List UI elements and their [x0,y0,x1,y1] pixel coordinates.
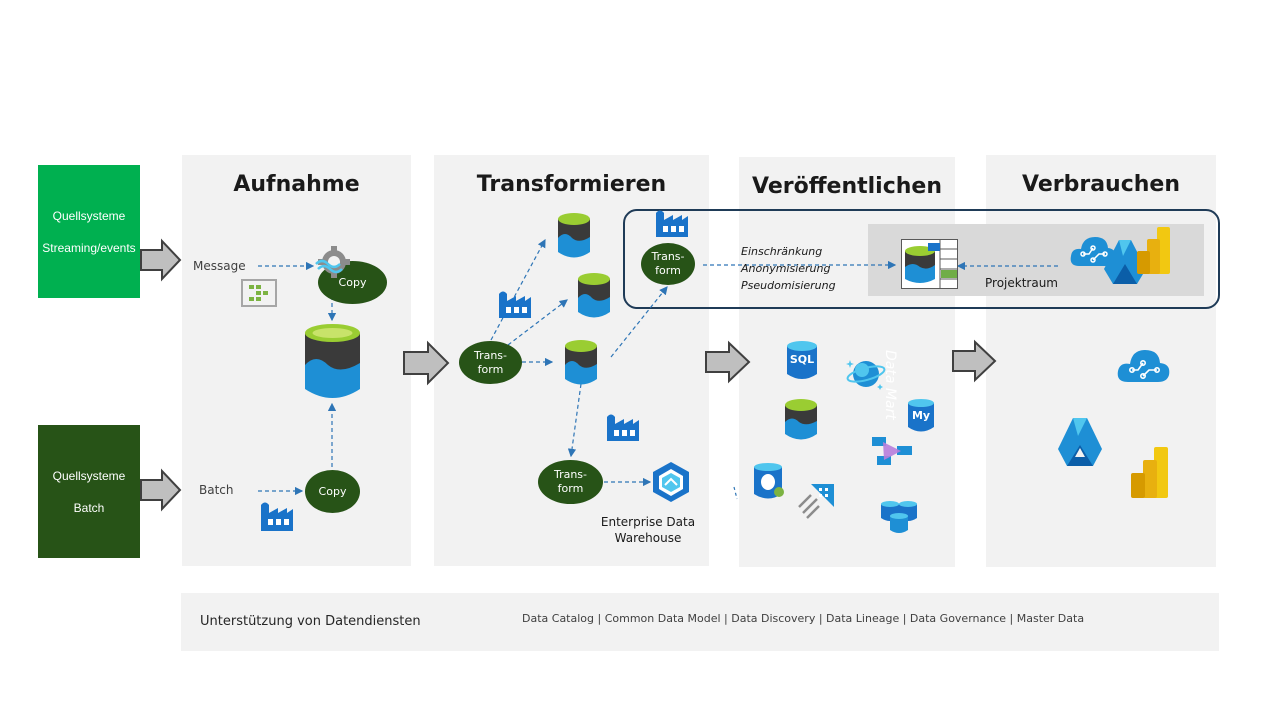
data-lake-storage-icon [304,323,361,399]
restriction-1: Einschränkung [741,245,823,258]
project-room-outline [623,209,1220,309]
transform-oval-project: Trans-form [641,243,695,285]
data-factory-icon-ingest [260,499,294,532]
data-explorer-icon [797,483,835,519]
transform-project-line1: Trans- [651,250,685,263]
footer-title: Unterstützung von Datendiensten [200,614,421,629]
transform-lower-line2: form [557,482,584,495]
azure-sql-icon: SQL [786,340,818,380]
stage-title-ingest: Aufnahme [233,172,360,197]
data-factory-icon-transform-2 [606,411,640,442]
data-lake-icon-transform-1 [557,212,591,258]
cloud-ai-icon-consume [1116,346,1172,384]
stage-title-publish: Veröffentlichen [752,174,942,199]
edw-label: Enterprise Data Warehouse [598,514,698,546]
power-bi-icon-consume [1131,447,1169,498]
azure-sql-text: SQL [789,353,815,366]
transform-main-line1: Trans- [473,348,508,362]
power-bi-icon-project [1137,227,1171,274]
source-batch-line1: Quellsysteme [52,468,126,483]
copy-label-streaming: Copy [338,275,367,289]
restriction-3: Pseudomisierung [741,279,836,292]
restriction-2: Anonymisierung [741,262,831,275]
machine-learning-icon-project [1103,239,1147,285]
edw-label-line2: Warehouse [614,531,682,545]
stage-title-transform: Transformieren [476,172,667,197]
stream-analytics-gear-icon [314,246,350,280]
panel-ingest [182,155,411,566]
mysql-icon: My [907,398,935,432]
source-batch-line2: Batch [73,500,105,515]
cloud-ai-icon-project [1069,232,1117,268]
source-streaming-box: Quellsysteme Streaming/events [38,165,140,298]
block-arrow-transform-publish [705,340,751,384]
restrictions-text: Einschränkung Anonymisierung Pseudomisie… [741,243,836,294]
block-arrow-ingest-transform [403,340,450,386]
data-lake-icon-transform-2 [577,272,611,318]
copy-oval-batch: Copy [305,470,360,513]
data-factory-icon-transform-1 [498,288,532,319]
message-label: Message [193,259,246,273]
source-streaming-line1: Quellsysteme [52,208,126,223]
panel-consume [986,155,1216,567]
stage-title-consume: Verbrauchen [1022,172,1180,197]
copy-label-batch: Copy [318,484,347,498]
footer-services: Data Catalog | Common Data Model | Data … [522,612,1085,625]
event-hub-icon [241,279,277,307]
transform-oval-main: Trans-form [459,341,522,384]
batch-label: Batch [199,483,234,497]
project-room-label: Projektraum [985,276,1058,290]
cosmos-db-icon [846,356,886,392]
analysis-services-icon [871,436,913,466]
mysql-text: My [911,409,931,422]
footer-panel [181,593,1219,651]
transform-lower-line1: Trans- [553,468,588,481]
transform-oval-lower: Trans-form [538,460,603,504]
sql-table-project-icon [901,239,958,289]
data-factory-icon-project [655,207,689,238]
data-lake-icon-transform-3 [564,339,598,385]
database-pair-icon [880,500,918,534]
block-arrow-publish-consume [952,339,997,383]
data-lake-icon-publish [784,398,818,440]
machine-learning-icon-consume [1057,417,1103,467]
synapse-warehouse-icon [651,461,691,503]
edw-label-line1: Enterprise Data [600,515,696,529]
source-streaming-line2: Streaming/events [42,240,136,255]
source-batch-box: Quellsysteme Batch [38,425,140,558]
transform-main-line2: form [477,362,504,376]
block-arrow-streaming [140,238,182,282]
transform-project-line2: form [655,264,681,277]
postgresql-icon [753,462,785,500]
block-arrow-batch [140,468,182,512]
